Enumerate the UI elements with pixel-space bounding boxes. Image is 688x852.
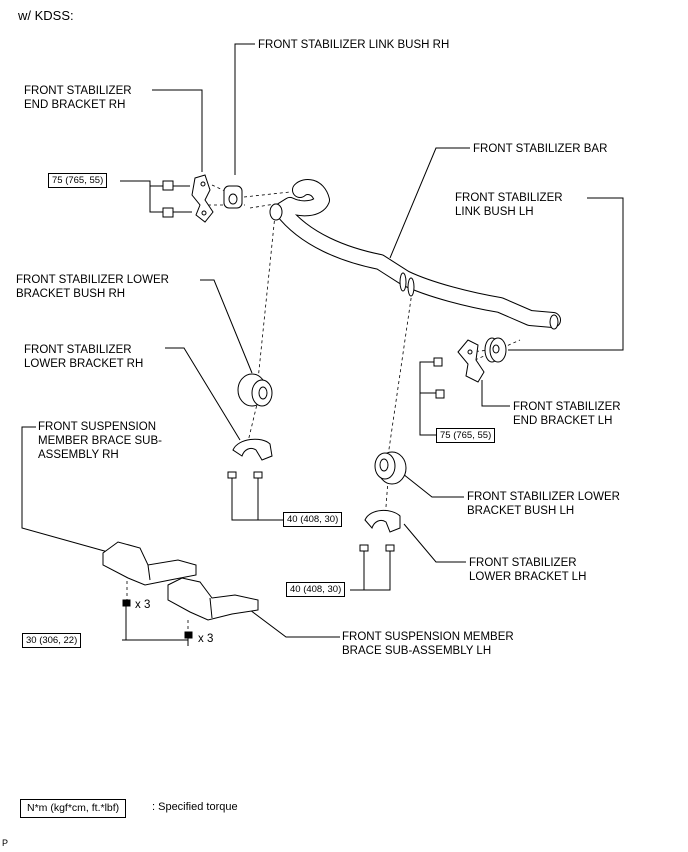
brace-rh-shape <box>102 541 197 586</box>
brace-lh-shape <box>167 577 259 621</box>
torque-lower-bracket-rh: 40 (408, 30) <box>283 512 343 527</box>
leader-stabilizer-bar <box>389 147 470 259</box>
leader-end-bracket-lh <box>481 380 510 407</box>
leader-link-bush-lh <box>508 197 624 351</box>
multiplier-upper: x 3 <box>135 599 151 611</box>
label-lower-bracket-bush-lh: FRONT STABILIZER LOWER BRACKET BUSH LH <box>467 491 620 517</box>
label-link-bush-rh: FRONT STABILIZER LINK BUSH RH <box>258 39 450 51</box>
leader-brace-rh <box>21 426 109 553</box>
torque-lower-bracket-lh: 40 (408, 30) <box>286 582 346 597</box>
lower-bracket-rh-shape <box>227 438 273 490</box>
lower-bracket-bush-rh-shape <box>237 373 273 407</box>
label-end-bracket-lh: FRONT STABILIZER END BRACKET LH <box>513 401 621 427</box>
label-brace-lh: FRONT SUSPENSION MEMBER BRACE SUB-ASSEMB… <box>342 631 514 657</box>
end-bracket-lh-shape <box>433 339 485 399</box>
legend-unit-box: N*m (kgf*cm, ft.*lbf) <box>20 799 127 818</box>
link-bush-lh-shape <box>484 337 507 363</box>
end-bracket-rh-shape <box>191 174 214 223</box>
leader-lower-bush-lh <box>397 469 464 498</box>
lower-bracket-lh-shape <box>359 510 401 562</box>
corner-mark: P <box>2 838 9 848</box>
diagram-title: w/ KDSS: <box>18 8 74 23</box>
brace-bolts <box>122 599 193 646</box>
torque-brace: 30 (306, 22) <box>22 633 82 648</box>
label-lower-bracket-rh: FRONT STABILIZER LOWER BRACKET RH <box>24 344 144 370</box>
torque-end-bracket-rh: 75 (765, 55) <box>48 173 108 188</box>
leader-link-bush-rh <box>234 43 255 175</box>
leader-lower-bush-rh <box>200 279 253 374</box>
leader-lower-bracket-rh <box>165 347 241 441</box>
stabilizer-bar-shape <box>269 179 561 330</box>
link-bush-rh-shape <box>223 185 243 209</box>
label-link-bush-lh: FRONT STABILIZER LINK BUSH LH <box>455 192 563 218</box>
leader-brace-lh <box>249 609 340 638</box>
label-stabilizer-bar: FRONT STABILIZER BAR <box>473 143 608 155</box>
label-lower-bracket-lh: FRONT STABILIZER LOWER BRACKET LH <box>469 557 587 583</box>
torque-end-bracket-lh: 75 (765, 55) <box>436 428 496 443</box>
bolts-end-bracket-rh <box>162 180 192 218</box>
label-lower-bracket-bush-rh: FRONT STABILIZER LOWER BRACKET BUSH RH <box>16 274 169 300</box>
leader-end-bracket-rh <box>152 89 203 172</box>
label-brace-rh: FRONT SUSPENSION MEMBER BRACE SUB- ASSEM… <box>38 421 162 461</box>
leader-lower-bracket-lh <box>403 523 466 563</box>
label-end-bracket-rh: FRONT STABILIZER END BRACKET RH <box>24 85 132 111</box>
lower-bracket-bush-lh-shape <box>374 451 407 485</box>
multiplier-lower: x 3 <box>198 633 214 645</box>
legend-description: : Specified torque <box>152 801 238 813</box>
